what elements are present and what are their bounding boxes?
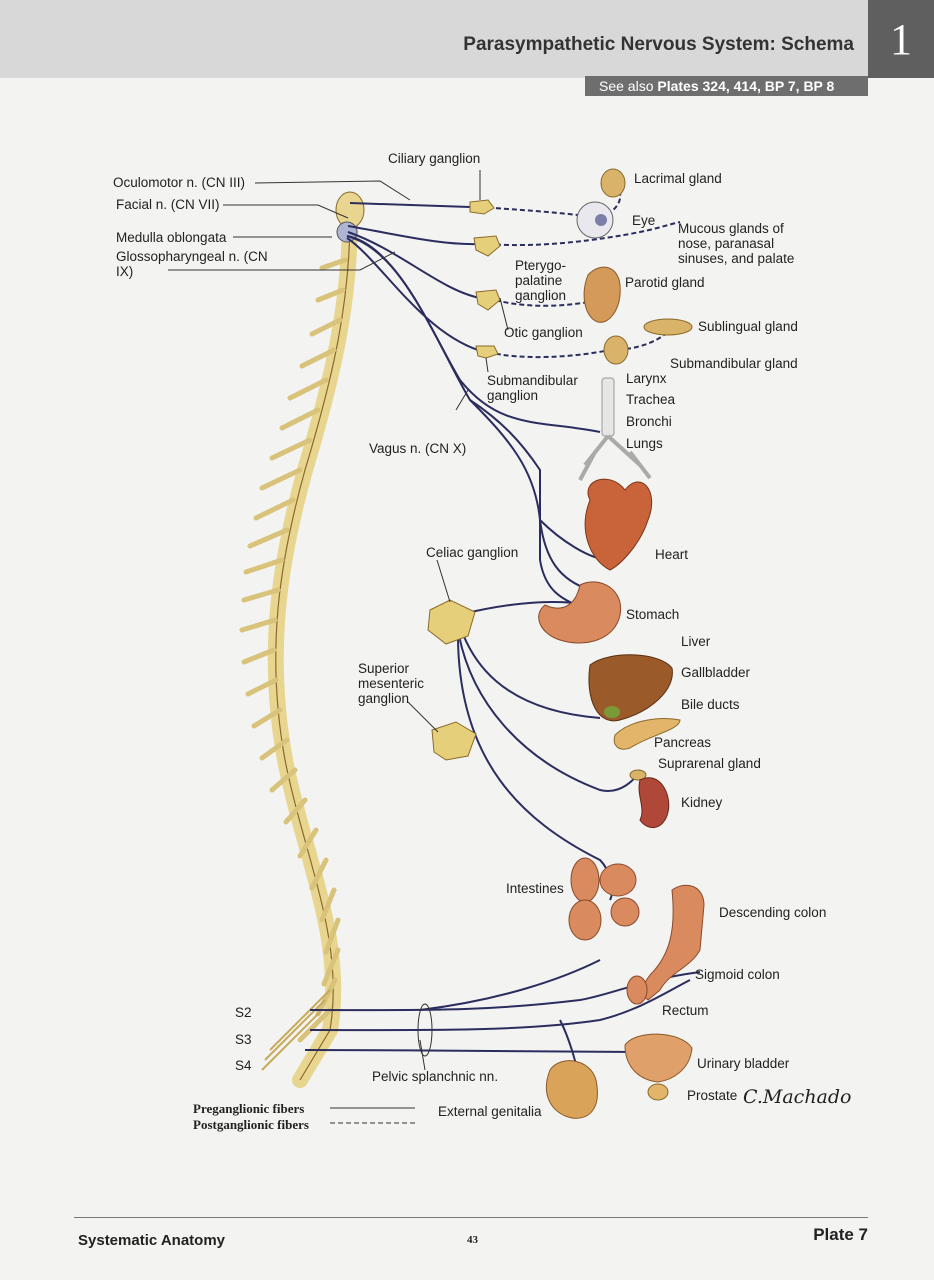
submandibular-gland-shape: [603, 335, 629, 365]
sublingual-gland-shape: [643, 318, 693, 336]
label-s4: S4: [235, 1058, 252, 1073]
parotid-gland-shape: [583, 266, 621, 323]
label-mucous-glands: Mucous glands of nose, paranasal sinuses…: [678, 221, 795, 266]
label-medulla-oblongata: Medulla oblongata: [116, 230, 227, 245]
label-facial-nerve: Facial n. (CN VII): [116, 197, 220, 212]
label-bile-ducts: Bile ducts: [681, 697, 740, 712]
page-title: Parasympathetic Nervous System: Schema: [463, 34, 854, 55]
label-eye: Eye: [632, 213, 656, 228]
label-stomach: Stomach: [626, 607, 680, 622]
urinary-bladder-shape: [624, 1033, 693, 1083]
stomach-shape: [538, 581, 622, 644]
label-gallbladder: Gallbladder: [681, 665, 751, 680]
label-pterygopalatine-ganglion: Pterygo- palatine ganglion: [515, 258, 567, 303]
see-also-prefix: See also: [599, 78, 654, 94]
label-heart: Heart: [655, 547, 689, 562]
footer-page-number: 43: [467, 1234, 478, 1246]
superior-mesenteric-ganglion-shape: [431, 721, 477, 761]
legend-preganglionic: Preganglionic fibers: [193, 1101, 305, 1116]
label-glossopharyngeal-nerve: Glossopharyngeal n. (CN IX): [116, 249, 268, 279]
label-sublingual-gland: Sublingual gland: [698, 319, 798, 334]
gallbladder-shape: [604, 706, 620, 718]
label-bronchi: Bronchi: [626, 414, 672, 429]
label-ciliary-ganglion: Ciliary ganglion: [388, 151, 481, 166]
rectum-shape: [626, 975, 648, 1005]
footer-divider: [74, 1217, 868, 1218]
label-rectum: Rectum: [662, 1003, 709, 1018]
legend-postganglionic: Postganglionic fibers: [193, 1117, 309, 1132]
chapter-tab: 1: [868, 0, 934, 78]
label-lungs: Lungs: [626, 436, 663, 451]
label-s3: S3: [235, 1032, 252, 1047]
see-also-plates[interactable]: Plates 324, 414, BP 7, BP 8: [657, 78, 835, 94]
label-suprarenal-gland: Suprarenal gland: [658, 756, 761, 771]
celiac-ganglion-shape: [427, 599, 476, 645]
label-pancreas: Pancreas: [654, 735, 712, 750]
legend: Preganglionic fibers Postganglionic fibe…: [193, 1101, 309, 1133]
ganglia: [427, 199, 501, 761]
lacrimal-gland-shape: [600, 168, 626, 198]
pancreas-shape: [613, 718, 681, 750]
leader-lines: [168, 170, 509, 1109]
label-parotid-gland: Parotid gland: [625, 275, 705, 290]
trachea-lungs-shape: [578, 377, 652, 481]
submandibular-ganglion-shape: [475, 345, 499, 359]
label-oculomotor-nerve: Oculomotor n. (CN III): [113, 175, 246, 190]
label-prostate: Prostate: [687, 1088, 738, 1103]
heart-shape: [584, 478, 653, 571]
label-descending-colon: Descending colon: [719, 905, 827, 920]
artist-signature: C.Machado: [743, 1086, 852, 1108]
label-urinary-bladder: Urinary bladder: [697, 1056, 790, 1071]
organs: [538, 168, 705, 1119]
label-lacrimal-gland: Lacrimal gland: [634, 171, 722, 186]
prostate-shape: [647, 1083, 669, 1101]
label-submandibular-ganglion: Submandibular ganglion: [487, 373, 578, 403]
label-pelvic-splanchnic-nerves: Pelvic splanchnic nn.: [372, 1069, 499, 1084]
external-genitalia-shape: [545, 1060, 598, 1119]
label-s2: S2: [235, 1005, 252, 1020]
descending-colon-shape: [642, 884, 705, 1001]
intestines-shape: [568, 857, 640, 941]
label-celiac-ganglion: Celiac ganglion: [426, 545, 519, 560]
label-external-genitalia: External genitalia: [438, 1104, 542, 1119]
preganglionic-fibers: [304, 202, 701, 1081]
kidney-shape: [638, 777, 670, 828]
spinal-cord: [239, 192, 359, 1088]
label-otic-ganglion: Otic ganglion: [504, 325, 583, 340]
see-also-bar: See also Plates 324, 414, BP 7, BP 8: [585, 76, 868, 96]
label-superior-mesenteric-ganglion: Superior mesenteric ganglion: [358, 661, 425, 706]
label-kidney: Kidney: [681, 795, 723, 810]
footer-plate: Plate 7: [813, 1225, 868, 1244]
suprarenal-gland-shape: [629, 769, 647, 781]
pterygopalatine-ganglion-shape: [473, 235, 501, 257]
label-liver: Liver: [681, 634, 711, 649]
ciliary-ganglion-shape: [469, 199, 495, 215]
liver-shape: [588, 654, 673, 722]
label-trachea: Trachea: [626, 392, 676, 407]
label-larynx: Larynx: [626, 371, 667, 386]
label-intestines: Intestines: [506, 881, 564, 896]
footer-section: Systematic Anatomy: [78, 1232, 225, 1249]
label-vagus-nerve: Vagus n. (CN X): [369, 441, 467, 456]
header-bar: [0, 0, 868, 78]
label-submandibular-gland: Submandibular gland: [670, 356, 798, 371]
otic-ganglion-shape: [475, 289, 501, 311]
brainstem: [335, 191, 365, 243]
label-sigmoid-colon: Sigmoid colon: [695, 967, 780, 982]
